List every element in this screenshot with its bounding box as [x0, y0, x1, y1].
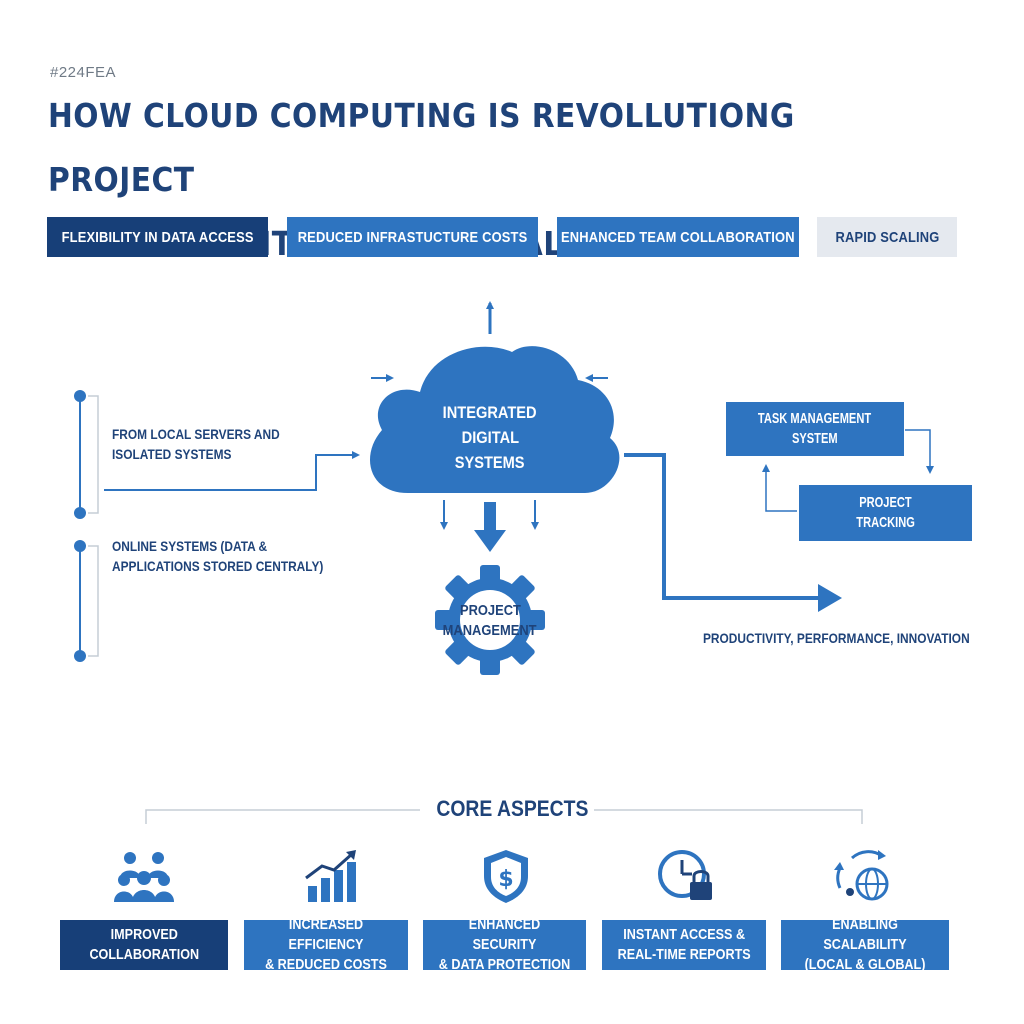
- core-card-security: ENHANCED SECURITY & DATA PROTECTION: [423, 916, 586, 973]
- core-card-scalability: ENABLING SCALABILITY (LOCAL & GLOBAL): [781, 916, 949, 973]
- benefit-rapid-scaling: RAPID SCALING: [817, 217, 957, 257]
- cloud-shape: [369, 346, 620, 493]
- outcome-arrowhead: [818, 584, 842, 612]
- shield-dollar-icon: $: [484, 850, 528, 903]
- timeline-from: [74, 390, 99, 519]
- gear-icon: [435, 565, 545, 675]
- online-systems-label: ONLINE SYSTEMS (DATA &APPLICATIONS STORE…: [112, 538, 324, 574]
- growth-chart-icon: [305, 850, 356, 902]
- team-icon: [114, 852, 174, 902]
- core-bracket-right: [594, 809, 863, 824]
- globe-sync-icon: [834, 850, 889, 901]
- benefit-flexibility: FLEXIBILITY IN DATA ACCESS: [47, 217, 268, 257]
- clock-lock-icon: [658, 850, 712, 900]
- benefit-collaboration: ENHANCED TEAM COLLABORATION: [557, 217, 799, 257]
- core-card-instant-access: INSTANT ACCESS & REAL-TIME REPORTS: [602, 920, 766, 970]
- connector-tracking-to-task: [762, 464, 797, 512]
- benefit-reduced-costs: REDUCED INFRASTUCTURE COSTS: [287, 217, 538, 257]
- connector-left-to-cloud: [104, 451, 360, 491]
- core-bracket-left: [145, 809, 420, 824]
- outcome-label: PRODUCTIVITY, PERFORMANCE, INNOVATION: [703, 630, 970, 646]
- color-code-label: #224FEA: [50, 64, 117, 81]
- connector-task-to-tracking: [905, 429, 934, 474]
- arrow-down-main: [474, 502, 506, 552]
- core-card-collaboration: IMPROVED COLLABORATION: [60, 920, 228, 970]
- connector-cloud-to-outcome: [624, 453, 820, 600]
- svg-text:$: $: [498, 867, 513, 892]
- core-card-efficiency: INCREASED EFFICIENCY & REDUCED COSTS: [244, 916, 408, 973]
- title-line-1: HOW CLOUD COMPUTING IS REVOLLUTIONG PROJ…: [48, 96, 795, 199]
- core-aspects-title: CORE ASPECTS: [435, 796, 589, 821]
- timeline-online: [74, 540, 99, 662]
